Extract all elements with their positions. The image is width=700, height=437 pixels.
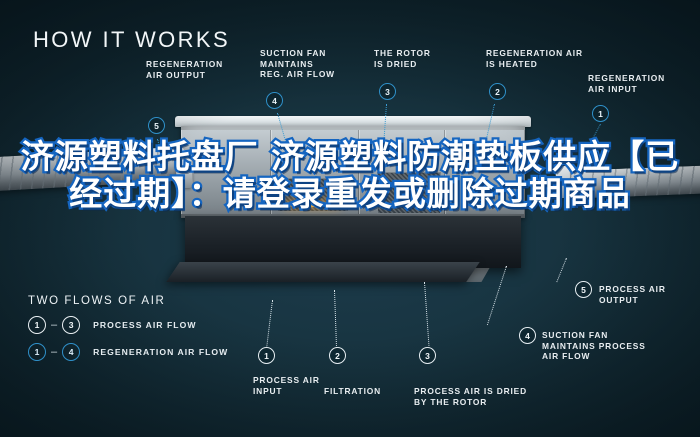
callout-label-suction-fan-process: SUCTION FAN MAINTAINS PROCESS AIR FLOW	[542, 330, 646, 361]
callout-badge-regeneration-air-output[interactable]: 5	[148, 117, 165, 134]
callout-label-regeneration-air-output: REGENERATION AIR OUTPUT	[146, 59, 224, 80]
legend-label-process-air-flow: PROCESS AIR FLOW	[93, 320, 197, 330]
machine-panel-1	[181, 130, 271, 214]
duct-cap-right	[555, 165, 571, 199]
callout-badge-process-air-input[interactable]: 1	[258, 347, 275, 364]
callout-badge-suction-fan-process[interactable]: 4	[519, 327, 536, 344]
legend-title: TWO FLOWS OF AIR	[28, 295, 166, 307]
callout-badge-regeneration-air-heated[interactable]: 2	[489, 83, 506, 100]
callout-label-process-air-input: PROCESS AIR INPUT	[253, 375, 320, 396]
legend-dash-1: –	[51, 319, 58, 331]
page-title: HOW IT WORKS	[33, 27, 231, 52]
callout-label-suction-fan-reg: SUCTION FAN MAINTAINS REG. AIR FLOW	[260, 48, 335, 79]
callout-badge-process-air-output[interactable]: 5	[575, 281, 592, 298]
callout-badge-suction-fan-reg[interactable]: 4	[266, 92, 283, 109]
callout-label-process-air-dried: PROCESS AIR IS DRIED BY THE ROTOR	[414, 386, 528, 407]
callout-badge-filtration[interactable]: 2	[329, 347, 346, 364]
duct-cap-left	[175, 149, 193, 189]
legend-label-regeneration-air-flow: REGENERATION AIR FLOW	[93, 347, 229, 357]
machine-base-front	[166, 262, 480, 282]
callout-badge-rotor-is-dried[interactable]: 3	[379, 83, 396, 100]
legend-dash-2: –	[51, 346, 58, 358]
machine-base	[185, 216, 521, 268]
legend-badge-from-1-blue: 1	[28, 343, 46, 361]
callout-label-rotor-is-dried: THE ROTOR IS DRIED	[374, 48, 431, 69]
machine-body	[181, 126, 525, 218]
legend: TWO FLOWS OF AIR 1 – 3 PROCESS AIR FLOW …	[28, 295, 228, 370]
leader-line-bottom-5	[556, 257, 567, 283]
regeneration-air-duct-right	[565, 165, 700, 199]
regeneration-air-duct-left	[0, 146, 187, 192]
legend-badge-to-4: 4	[62, 343, 81, 361]
callout-label-filtration: FILTRATION	[324, 386, 382, 396]
heater-glow	[285, 202, 339, 207]
callout-label-regeneration-air-input: REGENERATION AIR INPUT	[588, 73, 666, 94]
rotor-grill-right	[377, 172, 441, 214]
legend-row-regeneration-air-flow: 1 – 4 REGENERATION AIR FLOW	[28, 343, 228, 361]
callout-label-process-air-output: PROCESS AIR OUTPUT	[599, 284, 666, 305]
legend-row-process-air-flow: 1 – 3 PROCESS AIR FLOW	[28, 316, 228, 334]
callout-label-regeneration-air-heated: REGENERATION AIR IS HEATED	[486, 48, 583, 69]
legend-badge-from-1: 1	[28, 316, 46, 334]
callout-badge-process-air-dried[interactable]: 3	[419, 347, 436, 364]
callout-badge-regeneration-air-input[interactable]: 1	[592, 105, 609, 122]
legend-badge-to-3: 3	[62, 316, 81, 334]
leader-line-top-1	[586, 123, 601, 149]
